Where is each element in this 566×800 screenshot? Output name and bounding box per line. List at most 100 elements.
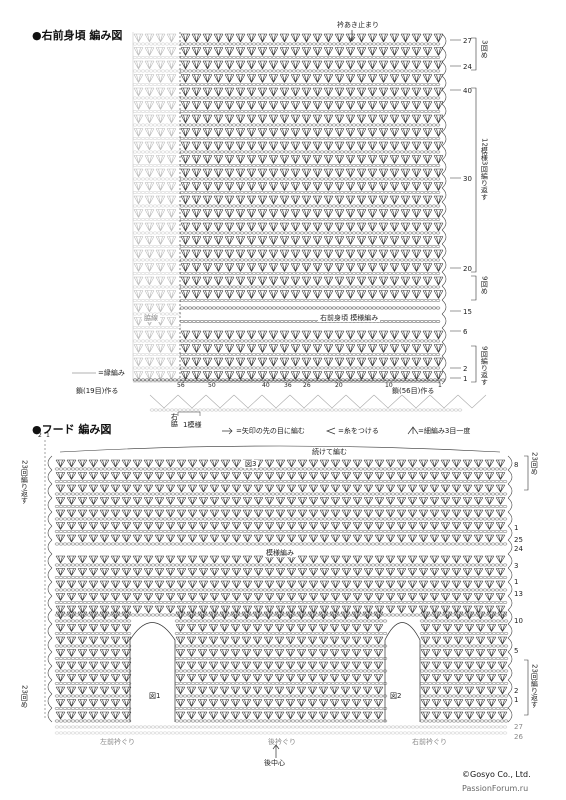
front-pattern-label: 右前身頃 模様編み [318, 314, 381, 323]
chain-row [179, 218, 441, 221]
fan-stitch-row [133, 168, 177, 178]
fan-stitch-row [133, 344, 177, 353]
chain-row [54, 588, 508, 592]
chain-row [132, 366, 182, 370]
fan-stitch-row [180, 209, 444, 218]
chain-row [132, 272, 182, 275]
fan-stitch-row [175, 661, 384, 670]
chain-row [179, 204, 441, 208]
fan-stitch-row [420, 649, 508, 657]
legend-attach: =糸をつける [338, 427, 379, 435]
repeat-note: 3回め [480, 40, 489, 59]
row-label: 40 [463, 87, 472, 95]
chain-row [54, 576, 508, 579]
chain-row [132, 110, 182, 113]
top-mark: 1 [46, 432, 50, 439]
chain-row [179, 123, 441, 127]
chain-row [174, 644, 388, 648]
chain-row [179, 285, 441, 289]
chain-row [132, 326, 182, 329]
fan-stitch-row [180, 101, 444, 110]
fan-stitch-row [180, 87, 444, 97]
fan-stitch-row [55, 593, 506, 601]
hood-title: ●フード 編み図 [32, 423, 112, 436]
fan-stitch-row [133, 209, 177, 218]
repeat-note: 9回め [480, 276, 489, 295]
chain-row [179, 150, 441, 154]
chain-row [174, 619, 388, 623]
collar-arrow [348, 30, 356, 42]
left-repeat-note: 23回編り返す [20, 460, 29, 504]
fan-stitch-row [133, 276, 177, 286]
right-side-mark: 右脇 [170, 413, 179, 427]
chain-row [179, 96, 441, 100]
fan-stitch-row [55, 624, 132, 632]
chain-row [174, 669, 388, 673]
chain-row [132, 137, 182, 140]
fan-stitch-row [180, 60, 444, 70]
hood-row-label: 1 [514, 524, 519, 532]
hood-row-label: 3 [514, 562, 519, 570]
pattern-unit-bracket [177, 411, 201, 416]
fan-stitch-row [55, 605, 506, 614]
chain-row [174, 682, 388, 685]
fan-stitch-row [420, 686, 508, 695]
fan-stitch-row [133, 263, 177, 272]
fan-stitch-row [180, 371, 444, 380]
hood-row-label: 1 [514, 696, 519, 704]
fan-stitch-row [180, 222, 444, 232]
chain-row [54, 601, 508, 604]
chain-row [54, 530, 508, 533]
chain-row [179, 137, 441, 140]
row-label: 30 [463, 175, 472, 183]
figure-1-label: 図1 [147, 692, 163, 701]
fan-stitch-row [133, 101, 177, 110]
fan-stitch-row [180, 344, 444, 353]
chain-row [179, 231, 441, 235]
fan-stitch-row [420, 661, 508, 670]
chain-row [419, 669, 509, 673]
fan-stitch-row [55, 568, 506, 576]
fan-stitch-row [175, 699, 384, 707]
fan-stitch-row [180, 114, 444, 124]
chain-row [54, 644, 132, 648]
chain-row [132, 231, 182, 235]
hood-repeat-bracket [524, 455, 529, 491]
fan-stitch-row [420, 711, 508, 720]
chain-row [54, 492, 508, 496]
chain-row [54, 694, 132, 698]
fan-stitch-row [133, 60, 177, 70]
chain-row [419, 719, 509, 723]
repeat-bracket [471, 345, 477, 383]
chain-row [174, 719, 388, 723]
fan-stitch-row [175, 624, 384, 632]
fan-stitch-row [420, 699, 508, 707]
collar-stop-note: 衿あき止まり [337, 21, 379, 29]
chain-row [132, 42, 182, 46]
chain-row [132, 191, 182, 194]
legend-symbols [222, 426, 419, 435]
chain-row [54, 517, 508, 521]
fan-stitch-row [180, 330, 444, 340]
chain-row [132, 56, 182, 59]
chain-row [132, 378, 446, 382]
fan-stitch-row [180, 155, 444, 164]
chain-row [419, 657, 509, 660]
chain-row [179, 258, 441, 262]
chain-row [179, 353, 441, 356]
stitch-number: 40 [262, 382, 270, 389]
fan-stitch-row [420, 674, 508, 682]
repeat-note: 12模様3回編り返す [480, 138, 489, 201]
repeat-note: 9回編り返す [480, 346, 489, 386]
fan-stitch-row [133, 290, 177, 299]
edging-legend: =縁編み [98, 369, 125, 377]
fan-stitch-row [133, 222, 177, 232]
hood-row-label: 1 [514, 578, 519, 586]
chain-row [149, 408, 463, 412]
fan-stitch-row [55, 674, 132, 682]
hood-row-label: 2 [514, 687, 519, 695]
hood-right-arch [384, 622, 421, 722]
fan-stitch-row [180, 290, 444, 299]
fan-stitch-row [420, 624, 508, 632]
